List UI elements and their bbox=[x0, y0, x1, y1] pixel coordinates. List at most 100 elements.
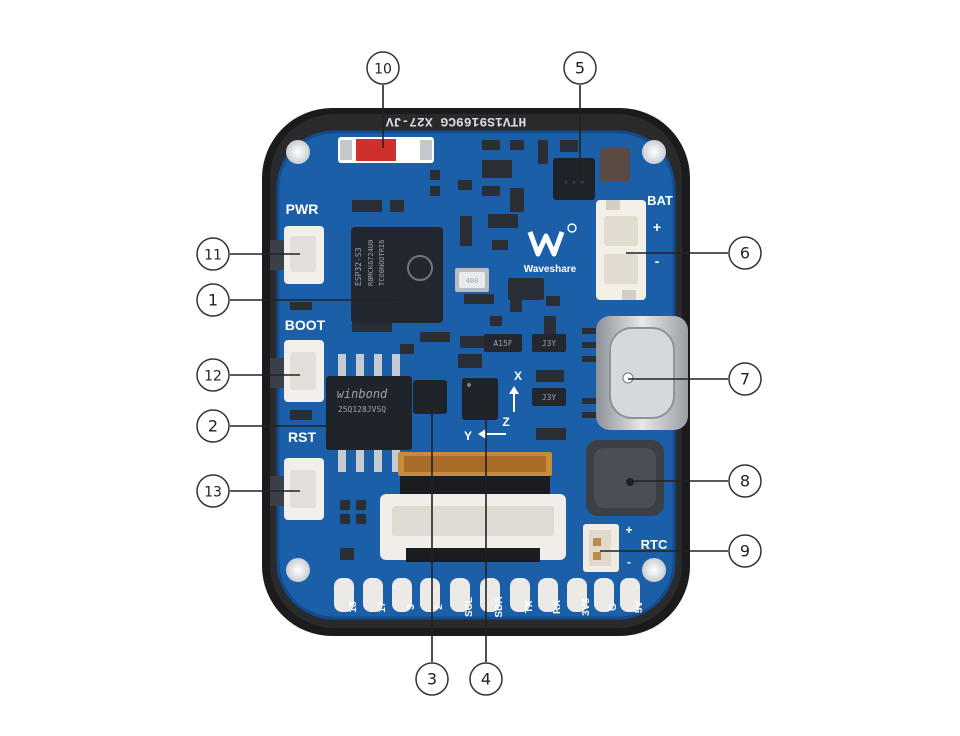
usb-c-pins bbox=[582, 328, 596, 418]
rtc-connector-inner bbox=[589, 530, 611, 566]
pin-label: G bbox=[608, 603, 619, 611]
pin-label: SCL bbox=[464, 597, 475, 617]
crystal-marking: 400 bbox=[466, 277, 479, 285]
mcu-logo bbox=[407, 255, 433, 281]
callout-circle bbox=[196, 237, 230, 271]
crystal-cap bbox=[459, 272, 485, 288]
chip-5 bbox=[553, 158, 595, 200]
red-component bbox=[356, 139, 396, 161]
waveshare-logo: Waveshare bbox=[524, 223, 577, 275]
rst-button[interactable] bbox=[270, 458, 324, 520]
chip-j3y-1 bbox=[532, 334, 566, 352]
bat-minus: - bbox=[655, 253, 660, 269]
rtc-minus: - bbox=[627, 555, 631, 569]
pin-pad bbox=[480, 578, 500, 612]
chip-j3y-1-label: J3Y bbox=[542, 339, 557, 348]
boot-label: BOOT bbox=[285, 317, 326, 333]
buzzer-top bbox=[594, 448, 656, 508]
passives bbox=[290, 140, 578, 560]
buzzer-hole bbox=[626, 478, 634, 486]
imu-axes bbox=[478, 386, 519, 439]
chip-3 bbox=[413, 380, 447, 414]
callout-circle bbox=[728, 534, 762, 568]
mcu-chip bbox=[351, 227, 443, 323]
pin-label: TX bbox=[524, 600, 535, 613]
chip-j3y-2-label: J3Y bbox=[542, 393, 557, 402]
axis-y: Y bbox=[464, 429, 472, 443]
pin-label: RX bbox=[552, 600, 563, 614]
pin-pad bbox=[620, 578, 640, 612]
mounting-hole-tr bbox=[642, 140, 666, 164]
callout-12: 12 bbox=[196, 358, 300, 392]
flash-chip bbox=[326, 354, 412, 472]
axis-z: Z bbox=[502, 415, 509, 429]
pin-pad bbox=[594, 578, 614, 612]
callout-number: 5 bbox=[575, 59, 585, 78]
callout-number: 13 bbox=[204, 485, 222, 501]
mcu-marking-1: ESP32-S3 bbox=[354, 247, 363, 286]
chip-a15f-label: A15F bbox=[493, 339, 512, 348]
rtc-pin bbox=[593, 538, 601, 546]
pin-label: 3 bbox=[406, 604, 417, 610]
callout-number: 11 bbox=[204, 248, 222, 264]
mcu-marking-2: R8MCK6724U0 bbox=[367, 240, 375, 286]
board-marking: HTV1S9169CG X27-JV bbox=[386, 114, 527, 129]
red-component-pad bbox=[340, 140, 352, 160]
callout-number: 4 bbox=[481, 670, 491, 689]
callout-circle bbox=[415, 662, 449, 696]
chip-j3y-2 bbox=[532, 388, 566, 406]
pin-label: 18 bbox=[348, 601, 359, 613]
callout-circle bbox=[728, 362, 762, 396]
flash-part: 25Q128JVSQ bbox=[338, 405, 386, 414]
callout-13: 13 bbox=[196, 474, 300, 508]
callout-circle bbox=[196, 474, 230, 508]
callout-number: 2 bbox=[208, 417, 218, 436]
callout-circle bbox=[728, 236, 762, 270]
usb-c-port bbox=[609, 327, 675, 419]
chip-4-dot bbox=[467, 383, 471, 387]
mounting-hole-bl bbox=[286, 558, 310, 582]
pin-pad bbox=[363, 578, 383, 612]
rtc-pin bbox=[593, 552, 601, 560]
mounting-hole-tl bbox=[286, 140, 310, 164]
pwr-button[interactable] bbox=[270, 226, 324, 284]
callout-number: 3 bbox=[427, 670, 437, 689]
pin-pad bbox=[450, 578, 470, 612]
pin-pad bbox=[334, 578, 354, 612]
callout-1: 1 bbox=[196, 283, 398, 317]
red-component-pad bbox=[420, 140, 432, 160]
bat-label: BAT bbox=[647, 193, 673, 208]
callout-number: 9 bbox=[740, 542, 750, 561]
pin-pad bbox=[538, 578, 558, 612]
brand-text: Waveshare bbox=[524, 264, 577, 275]
callout-circle bbox=[563, 51, 597, 85]
pin-pad bbox=[392, 578, 412, 612]
callout-circle bbox=[366, 51, 400, 85]
callout-7: 7 bbox=[628, 362, 762, 396]
mcu-marking-3: TCO0NOOTRI6 bbox=[378, 240, 386, 286]
callout-circle bbox=[196, 283, 230, 317]
boot-button[interactable] bbox=[270, 340, 324, 402]
pin-label: 17 bbox=[377, 601, 388, 613]
pwr-label: PWR bbox=[286, 201, 319, 217]
callout-11: 11 bbox=[196, 237, 300, 271]
callout-6: 6 bbox=[626, 236, 762, 270]
usb-c-rivet bbox=[622, 372, 634, 384]
callout-8: 8 bbox=[628, 464, 762, 498]
battery-connector bbox=[596, 200, 646, 300]
dark-square bbox=[600, 148, 630, 182]
bat-plus: + bbox=[653, 219, 661, 235]
callout-number: 1 bbox=[208, 291, 218, 310]
callout-circle bbox=[196, 358, 230, 392]
callout-circle bbox=[728, 464, 762, 498]
chip-4-imu bbox=[462, 378, 498, 420]
pin-label: 3V3 bbox=[581, 598, 592, 616]
mounting-hole-br bbox=[642, 558, 666, 582]
rst-label: RST bbox=[288, 429, 316, 445]
pin-pad bbox=[567, 578, 587, 612]
callout-9: 9 bbox=[600, 534, 762, 568]
callout-circle bbox=[469, 662, 503, 696]
rtc-plus: + bbox=[625, 523, 632, 537]
